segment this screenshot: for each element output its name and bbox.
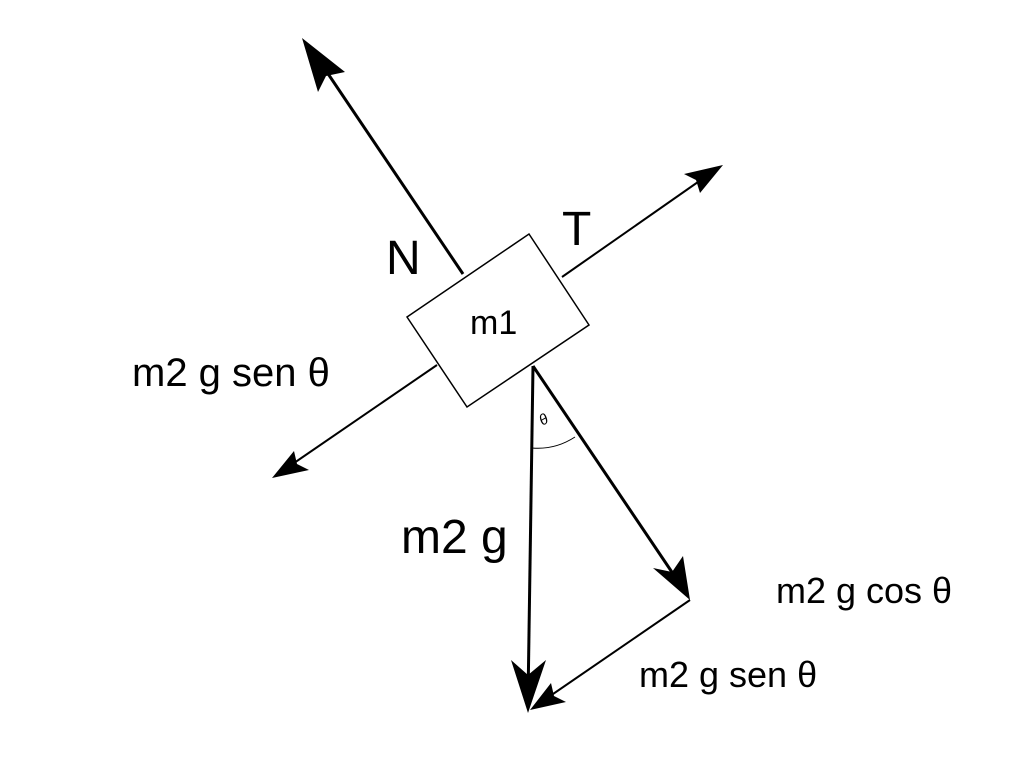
weight-arrow: [511, 365, 546, 713]
normal-force-arrow: [302, 38, 465, 275]
parallel-component-arrow: [272, 364, 438, 478]
angle-arc: [531, 436, 576, 449]
tension-label: T: [562, 203, 591, 256]
block-m1: [405, 232, 591, 409]
parallel-component-label: m2 g sen θ: [132, 351, 330, 395]
block-label: m1: [470, 304, 517, 342]
triangle-parallel-arrow: [530, 599, 691, 710]
perpendicular-component-arrow: [531, 365, 690, 600]
triangle-parallel-label: m2 g sen θ: [639, 654, 817, 695]
normal-force-label: N: [386, 232, 421, 285]
weight-label: m2 g: [401, 511, 508, 564]
perpendicular-component-label: m2 g cos θ: [776, 570, 952, 611]
angle-label: θ: [536, 411, 552, 430]
tension-arrow: [561, 165, 723, 278]
